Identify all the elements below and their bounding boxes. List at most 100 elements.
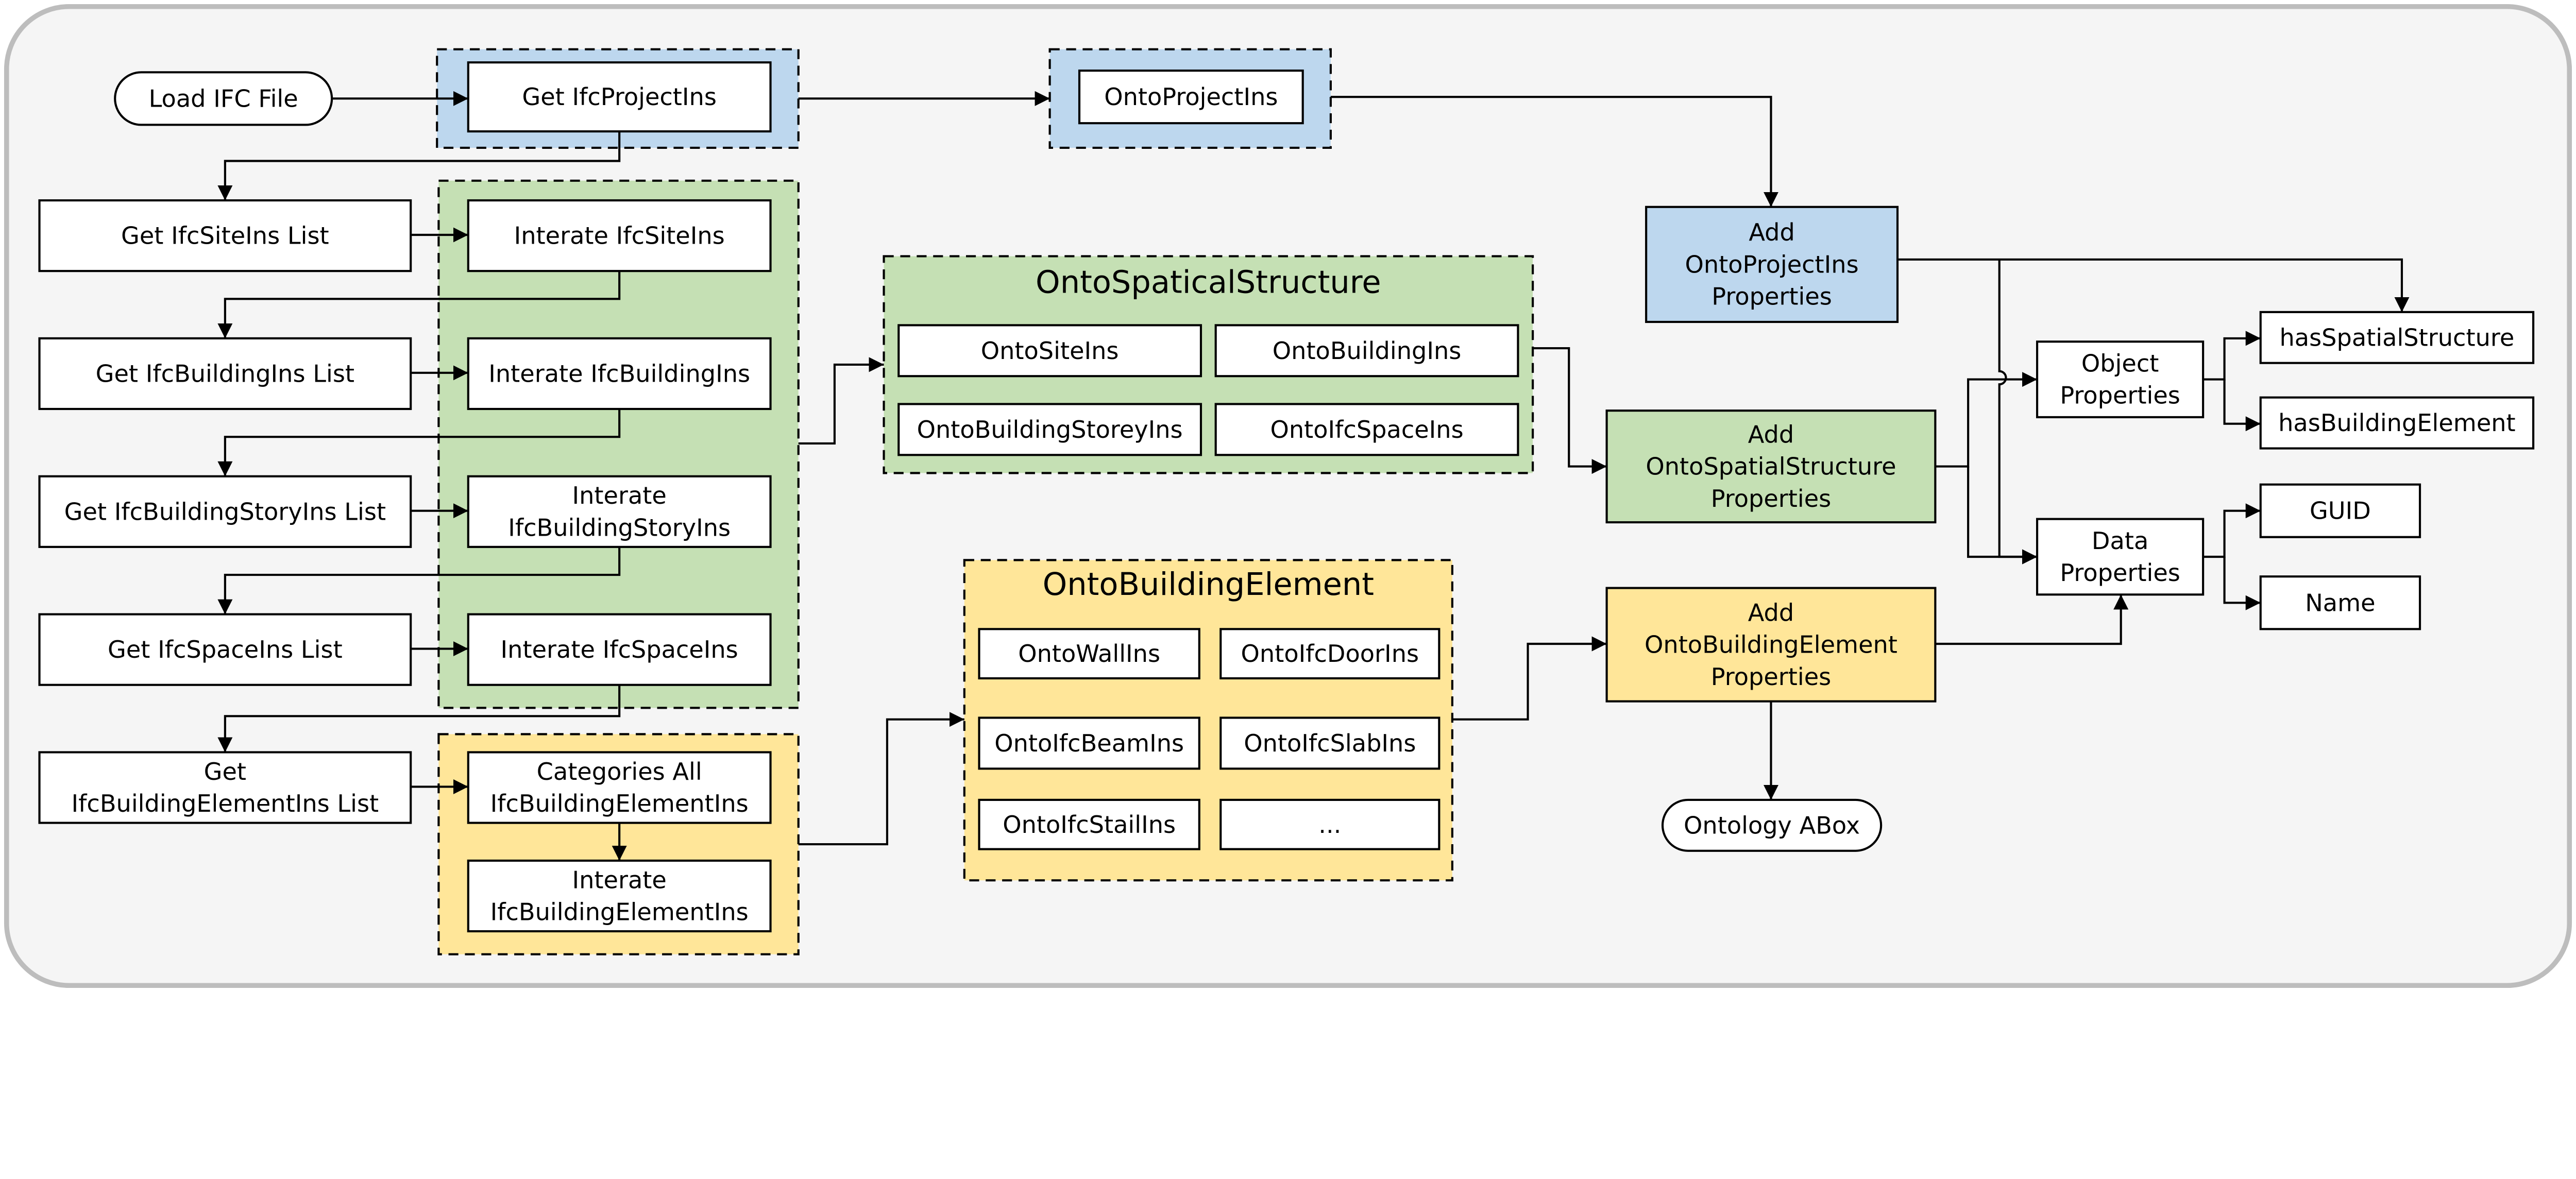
label-line: Interate IfcSpaceIns bbox=[501, 636, 738, 663]
label-line: hasBuildingElement bbox=[2278, 409, 2516, 437]
node-label: Get IfcBuildingStoryIns List bbox=[64, 498, 386, 525]
label-line: OntoIfcSpaceIns bbox=[1270, 416, 1463, 443]
label-line: OntoProjectIns bbox=[1685, 250, 1858, 278]
node-label: OntoIfcDoorIns bbox=[1241, 640, 1419, 668]
connector-arrow bbox=[1897, 258, 2410, 312]
node-label: OntoIfcStailIns bbox=[1003, 811, 1176, 839]
connector-arrow bbox=[217, 271, 621, 338]
connector-arrow bbox=[1935, 372, 2038, 468]
label-line: Add bbox=[1748, 420, 1794, 448]
node-shape bbox=[1219, 628, 1440, 680]
connector-arrow bbox=[2203, 503, 2261, 558]
label-line: OntoIfcDoorIns bbox=[1241, 640, 1419, 668]
label-line: Get IfcSpaceIns List bbox=[108, 636, 343, 663]
label-line: Add bbox=[1749, 218, 1794, 246]
label-line: Properties bbox=[2060, 559, 2180, 587]
node-label: GUID bbox=[2310, 497, 2371, 525]
node-shape bbox=[2259, 396, 2535, 450]
label-line: Interate bbox=[572, 866, 666, 894]
node-onto-wall: OntoWallIns bbox=[978, 628, 1200, 680]
label-line: Properties bbox=[1711, 283, 1832, 311]
node-shape bbox=[1219, 716, 1440, 770]
node-onto-door: OntoIfcDoorIns bbox=[1219, 628, 1440, 680]
node-get-project: Get IfcProjectIns bbox=[467, 61, 772, 133]
node-get-site-list: Get IfcSiteIns List bbox=[38, 199, 412, 272]
label-line: Object bbox=[2081, 350, 2159, 378]
label-line: OntoSpatialStructure bbox=[1646, 453, 1896, 481]
node-shape bbox=[978, 628, 1200, 680]
label-line: IfcBuildingStoryIns bbox=[508, 514, 731, 541]
label-line: Data bbox=[2092, 527, 2148, 555]
node-shape bbox=[978, 798, 1200, 850]
node-load-ifc: Load IFC File bbox=[114, 71, 333, 126]
node-label: Get IfcSiteIns List bbox=[121, 222, 329, 250]
connector-arrow bbox=[1452, 636, 1607, 721]
node-get-space-list: Get IfcSpaceIns List bbox=[38, 613, 412, 686]
label-line: Load IFC File bbox=[149, 84, 298, 112]
node-label: OntoSiteIns bbox=[981, 337, 1119, 365]
node-has-spatial: hasSpatialStructure bbox=[2259, 311, 2535, 364]
node-label: OntoBuildingElement bbox=[1043, 567, 1374, 603]
node-shape bbox=[1605, 587, 1937, 703]
node-shape bbox=[467, 475, 772, 548]
node-shape bbox=[467, 859, 772, 933]
connector-arrow bbox=[217, 409, 621, 476]
node-onto-beam: OntoIfcBeamIns bbox=[978, 716, 1200, 770]
node-shape bbox=[467, 613, 772, 686]
label-line: Categories All bbox=[537, 758, 702, 785]
connector-arrow bbox=[217, 685, 621, 753]
connector-arrow bbox=[1533, 347, 1607, 474]
node-label: OntoIfcSpaceIns bbox=[1270, 416, 1463, 443]
connector-arrow bbox=[217, 131, 621, 201]
label-line: Properties bbox=[1711, 663, 1832, 691]
connector-arrow bbox=[2223, 556, 2261, 610]
label-line: Name bbox=[2305, 589, 2375, 617]
label-line: OntoSiteIns bbox=[981, 337, 1119, 365]
node-label: Interate IfcSiteIns bbox=[514, 222, 725, 250]
label-line: hasSpatialStructure bbox=[2279, 323, 2514, 351]
node-label: ... bbox=[1318, 811, 1341, 839]
node-label: OntoIfcBeamIns bbox=[994, 729, 1184, 757]
node-shape bbox=[467, 337, 772, 411]
node-shape bbox=[1645, 206, 1899, 323]
label-line: Ontology ABox bbox=[1684, 811, 1860, 839]
node-shape bbox=[38, 337, 412, 411]
node-shape bbox=[38, 751, 412, 824]
label-line: OntoBuildingIns bbox=[1273, 337, 1462, 365]
label-line: IfcBuildingElementIns List bbox=[72, 790, 379, 817]
label-line: IfcBuildingElementIns bbox=[490, 790, 749, 817]
node-label: Get IfcProjectIns bbox=[522, 83, 717, 111]
node-onto-storey: OntoBuildingStoreyIns bbox=[897, 403, 1202, 456]
node-name: Name bbox=[2259, 575, 2421, 630]
node-onto-project: OntoProjectIns bbox=[1078, 70, 1304, 125]
node-iter-space: Interate IfcSpaceIns bbox=[467, 613, 772, 686]
node-shape bbox=[978, 716, 1200, 770]
node-spatial-title: OntoSpaticalStructure bbox=[1036, 264, 1381, 300]
node-label: OntoSpaticalStructure bbox=[1036, 264, 1381, 300]
node-label: Load IFC File bbox=[149, 84, 298, 112]
label-line: OntoProjectIns bbox=[1104, 83, 1278, 111]
label-line: OntoBuildingElement bbox=[1043, 567, 1374, 603]
node-shape bbox=[2259, 575, 2421, 630]
node-has-element: hasBuildingElement bbox=[2259, 396, 2535, 450]
label-line: Get IfcBuildingIns List bbox=[96, 360, 354, 387]
connector-arrow bbox=[798, 357, 884, 445]
node-label: Name bbox=[2305, 589, 2375, 617]
node-onto-slab: OntoIfcSlabIns bbox=[1219, 716, 1440, 770]
node-shape bbox=[1661, 798, 1883, 852]
node-label: Get IfcBuildingIns List bbox=[96, 360, 354, 387]
node-shape bbox=[1214, 324, 1519, 378]
label-line: Properties bbox=[1711, 485, 1832, 512]
node-shape bbox=[38, 613, 412, 686]
